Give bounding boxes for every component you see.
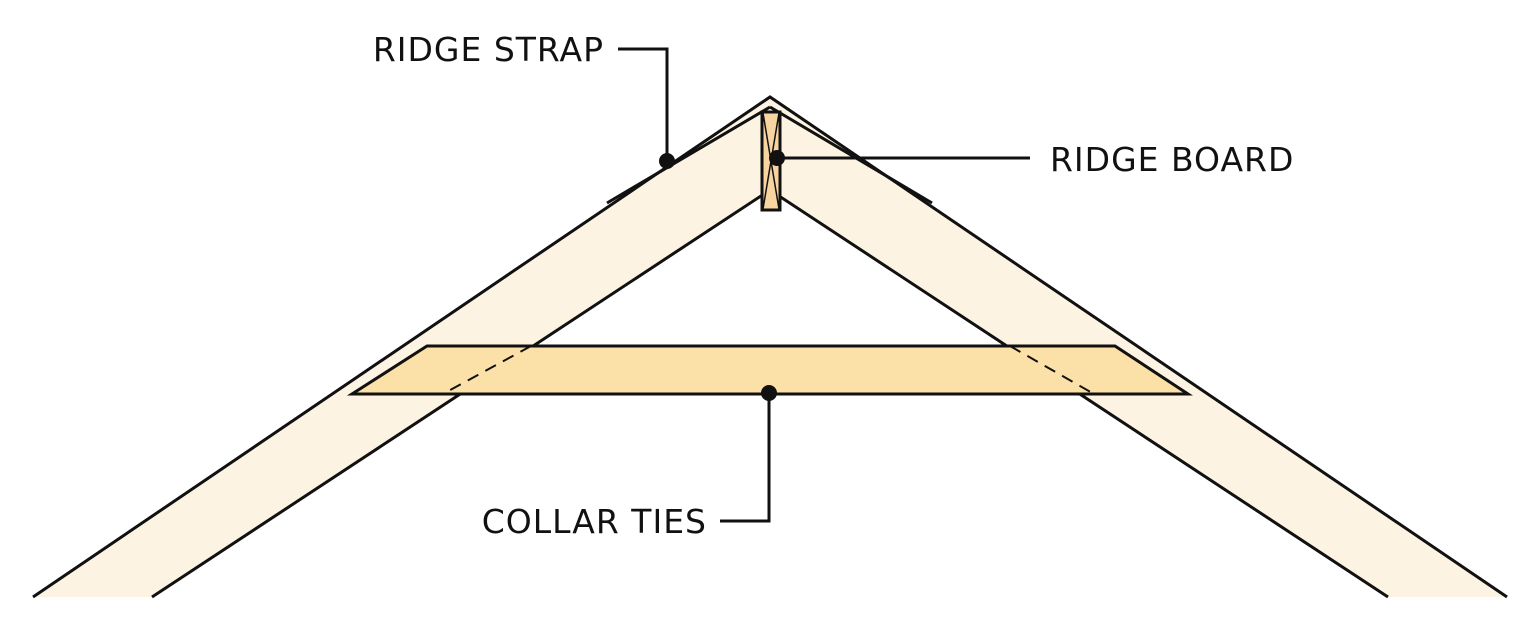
collar-ties-leader-dot bbox=[761, 385, 777, 401]
rafter-top-edge bbox=[32, 95, 1508, 599]
ridge-board-leader-dot bbox=[769, 150, 785, 166]
ridge-strap-left bbox=[606, 105, 771, 205]
ridge-board-label: RIDGE BOARD bbox=[1050, 140, 1294, 179]
left-rafter-hidden-line bbox=[442, 345, 532, 395]
right-rafter-hidden-line bbox=[1009, 345, 1095, 395]
ridge-strap-leader bbox=[618, 47, 669, 160]
collar-ties-leader bbox=[720, 393, 771, 523]
ridge-strap-right bbox=[769, 105, 933, 205]
ridge-strap-label: RIDGE STRAP bbox=[373, 30, 604, 69]
collar-tie bbox=[352, 346, 1188, 394]
collar-tie-outline bbox=[346, 344, 1194, 396]
collar-ties-label: COLLAR TIES bbox=[482, 502, 707, 541]
ridge-strap-leader-dot bbox=[659, 153, 675, 169]
